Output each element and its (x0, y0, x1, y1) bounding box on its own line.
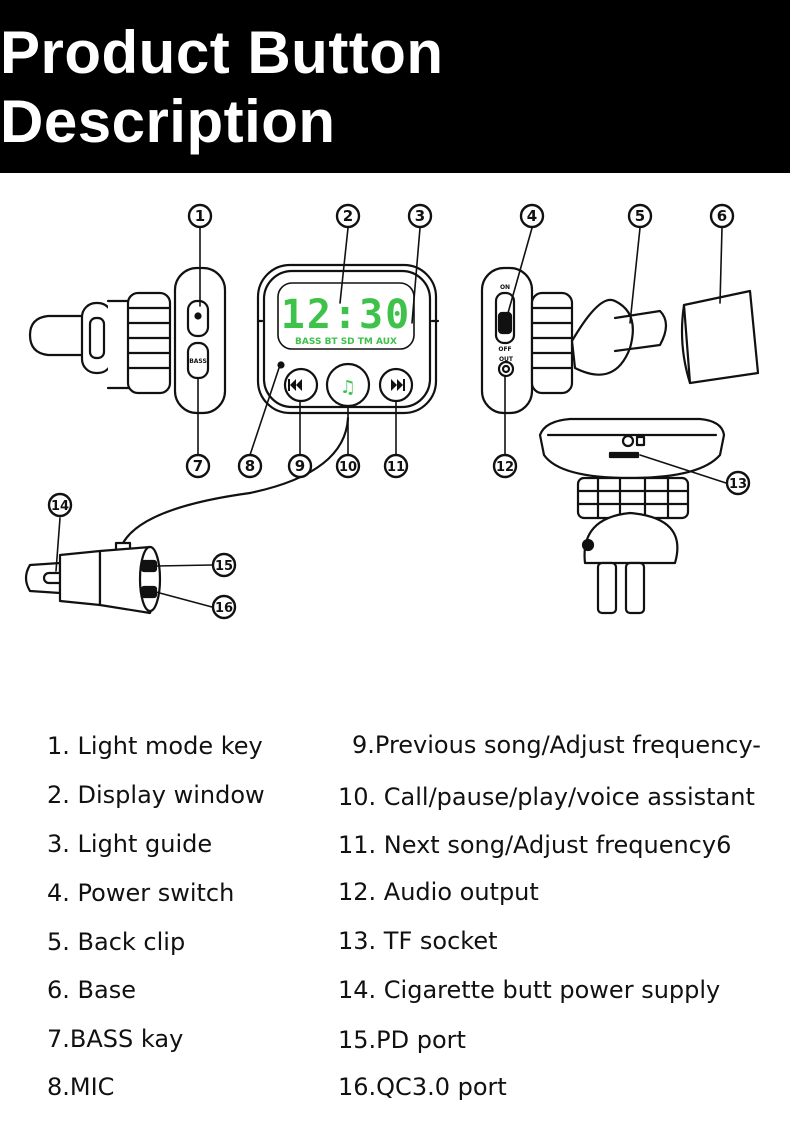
legend-item-14: 14. Cigarette butt power supply (338, 976, 721, 1004)
page-title: Product Button Description (0, 18, 444, 155)
legend-item-9: 9.Previous song/Adjust frequency- (352, 731, 761, 759)
callout-7: 7 (193, 457, 203, 475)
callout-6: 6 (717, 207, 727, 225)
button-icons (288, 379, 405, 391)
callout-2: 2 (343, 207, 353, 225)
switch-on-label: ON (500, 284, 510, 291)
display-mode-labels: BASS BT SD TM AUX (295, 337, 397, 347)
legend-item-16: 16.QC3.0 port (338, 1073, 507, 1101)
switch-off-label: OFF (498, 346, 511, 353)
callout-11: 11 (387, 460, 405, 475)
callout-13: 13 (729, 477, 747, 492)
legend-item-6: 6. Base (47, 976, 136, 1004)
callout-15: 15 (215, 559, 233, 574)
callout-16: 16 (215, 601, 233, 616)
product-diagram: ♫ 12:30 BASS BT SD TM AUX BASS ON OFF OU… (0, 173, 790, 663)
callout-12: 12 (496, 460, 514, 475)
legend-item-12: 12. Audio output (338, 878, 539, 906)
front-view (256, 263, 440, 415)
title-banner: Product Button Description (0, 0, 790, 173)
callout-4: 4 (527, 207, 537, 225)
callout-leaders (55, 227, 727, 608)
legend-item-4: 4. Power switch (47, 879, 235, 907)
display-time: 12:30 (281, 292, 411, 338)
legend-item-3: 3. Light guide (47, 830, 213, 858)
callout-5: 5 (635, 207, 645, 225)
callout-numbers: 1 2 3 4 5 6 7 8 9 10 11 12 13 14 15 16 (51, 207, 747, 616)
callout-8: 8 (245, 457, 255, 475)
legend-item-1: 1. Light mode key (47, 732, 263, 760)
left-side-view (28, 266, 227, 415)
legend-item-11: 11. Next song/Adjust frequency6 (338, 831, 732, 859)
callout-3: 3 (415, 207, 425, 225)
callout-1: 1 (195, 207, 205, 225)
legend-item-15: 15.PD port (338, 1026, 466, 1054)
callout-9: 9 (295, 457, 305, 475)
callout-10: 10 (339, 460, 357, 475)
legend-item-2: 2. Display window (47, 781, 265, 809)
bottom-view (538, 417, 726, 615)
legend-item-10: 10. Call/pause/play/voice assistant (338, 783, 755, 811)
car-charger-plug (24, 416, 350, 615)
legend-item-7: 7.BASS kay (47, 1025, 184, 1053)
legend-item-5: 5. Back clip (47, 928, 186, 956)
legend-item-13: 13. TF socket (338, 927, 498, 955)
right-side-view (480, 266, 760, 415)
side-bass-label: BASS (189, 358, 207, 365)
legend-item-8: 8.MIC (47, 1073, 115, 1101)
button-legend: 1. Light mode key 2. Display window 3. L… (0, 720, 790, 1120)
call-play-icon: ♫ (340, 377, 356, 398)
callout-14: 14 (51, 499, 69, 514)
callout-circles (47, 203, 751, 620)
out-label: OUT (499, 356, 514, 363)
